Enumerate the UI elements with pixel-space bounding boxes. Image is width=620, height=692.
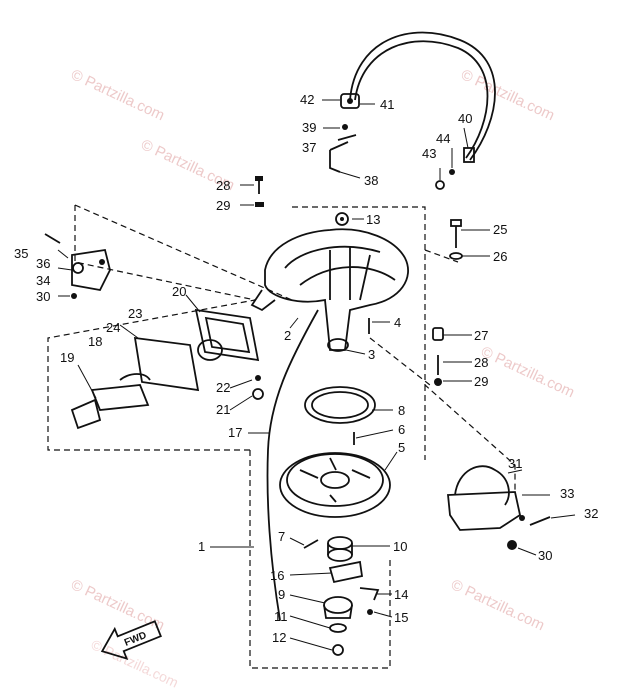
pin-7: [303, 539, 319, 549]
cable-end-40: [463, 147, 475, 163]
washer-30-left: [71, 293, 77, 299]
drive-plate-9: [323, 596, 353, 619]
leader-lines: [57, 127, 576, 651]
callout-30-left: 30: [36, 289, 50, 304]
callout-8: 8: [398, 403, 405, 418]
callout-11: 11: [274, 609, 288, 624]
cable-clip-44: [449, 169, 455, 175]
washer-26: [449, 252, 463, 260]
cable-link-37: [329, 124, 357, 173]
washer-30-right: [507, 540, 517, 550]
nut-12: [332, 644, 344, 656]
starter-case: [250, 228, 409, 352]
callout-30-right: 30: [538, 548, 552, 563]
bracket-34: [71, 248, 111, 292]
callout-37: 37: [302, 140, 316, 155]
callout-1: 1: [198, 539, 205, 554]
callout-2: 2: [284, 328, 291, 343]
callout-41: 41: [380, 97, 394, 112]
callout-19: 19: [60, 350, 74, 365]
callout-26: 26: [493, 249, 507, 264]
callout-25: 25: [493, 222, 507, 237]
callout-13: 13: [366, 212, 380, 227]
cable-nut-41: [340, 93, 360, 109]
bolt-32: [529, 516, 551, 526]
callout-5: 5: [398, 440, 405, 455]
callout-labels: 42 41 39 37 38 40 44 43 28 29 13 25 26 3…: [14, 92, 598, 645]
callout-31: 31: [508, 456, 522, 471]
callout-36: 36: [36, 256, 50, 271]
washer-11: [329, 623, 347, 633]
callout-14: 14: [394, 587, 408, 602]
callout-28-top: 28: [216, 178, 230, 193]
callout-18: 18: [88, 334, 102, 349]
callout-7: 7: [278, 529, 285, 544]
callout-10: 10: [393, 539, 407, 554]
washer-33: [519, 515, 525, 521]
bushing-10: [327, 536, 353, 562]
callout-39: 39: [302, 120, 316, 135]
callout-42: 42: [300, 92, 314, 107]
watermark-1: © Partzilla.com: [68, 66, 167, 124]
callout-4: 4: [394, 315, 401, 330]
handle-grip-19: [70, 373, 151, 430]
starter-handle-23: [133, 336, 223, 392]
washer-29-top: [255, 202, 264, 207]
starter-rope-17: [266, 309, 319, 621]
callout-12: 12: [272, 630, 286, 645]
callout-24: 24: [106, 320, 120, 335]
watermark-6: © Partzilla.com: [448, 576, 547, 634]
callout-22: 22: [216, 380, 230, 395]
callout-43: 43: [422, 146, 436, 161]
screw-15: [367, 609, 373, 615]
callout-32: 32: [584, 506, 598, 521]
spiral-spring-8: [304, 386, 376, 424]
callout-17: 17: [228, 425, 242, 440]
spring-14: [359, 587, 380, 601]
cable-leader-line: [369, 249, 459, 386]
pawl-16: [328, 560, 364, 584]
washer-29-right: [434, 378, 442, 386]
collar-27: [432, 327, 444, 341]
callout-38: 38: [364, 173, 378, 188]
assembly-outline: [47, 206, 516, 669]
callout-33: 33: [560, 486, 574, 501]
watermarks: © Partzilla.com © Partzilla.com © Partzi…: [68, 66, 577, 690]
callout-23: 23: [128, 306, 142, 321]
watermark-4: © Partzilla.com: [478, 343, 577, 401]
callout-35: 35: [14, 246, 28, 261]
cable-end-43: [435, 180, 445, 190]
callout-21: 21: [216, 402, 230, 417]
callout-27: 27: [474, 328, 488, 343]
washer-22: [255, 375, 261, 381]
starter-cable-inner: [354, 40, 489, 159]
callout-40: 40: [458, 111, 472, 126]
screw-35: [44, 233, 61, 244]
callout-16: 16: [270, 568, 284, 583]
callout-15: 15: [394, 610, 408, 625]
callout-6: 6: [398, 422, 405, 437]
cover-assembly-31: [447, 465, 522, 531]
watermark-5: © Partzilla.com: [68, 576, 167, 634]
callout-44: 44: [436, 131, 450, 146]
callout-29-right: 29: [474, 374, 488, 389]
bolt-25: [450, 219, 462, 248]
callout-28-right: 28: [474, 355, 488, 370]
callout-29-top: 29: [216, 198, 230, 213]
bolt-21: [252, 388, 264, 400]
watermark-2: © Partzilla.com: [458, 66, 557, 124]
sheave-drum-5: [279, 452, 391, 518]
callout-9: 9: [278, 587, 285, 602]
callout-3: 3: [368, 347, 375, 362]
callout-34: 34: [36, 273, 50, 288]
nut-13: [335, 212, 349, 226]
callout-20: 20: [172, 284, 186, 299]
starter-cable: [349, 31, 496, 161]
plate-20: [194, 308, 260, 362]
